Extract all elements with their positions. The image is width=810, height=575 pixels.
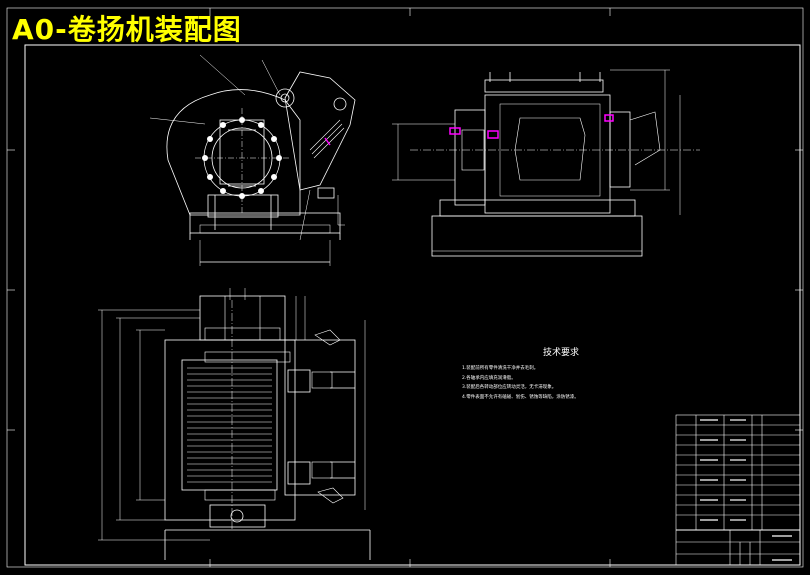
requirement-item: 1.装配前所有零件清洗干净并去毛刺。 — [462, 366, 539, 371]
front-view — [149, 54, 356, 266]
requirement-item: 2.各轴承内应填充润滑脂。 — [462, 375, 516, 381]
top-view — [98, 288, 371, 560]
requirement-item: 3.装配后各转动部位应转动灵活，无卡滞现象。 — [462, 385, 557, 390]
inner-frame — [24, 44, 801, 566]
technical-requirements-list: 1.装配前所有零件清洗干净并去毛刺。 2.各轴承内应填充润滑脂。 3.装配后各转… — [462, 364, 680, 402]
requirement-item: 4.零件表面不允许有磕碰、划伤、锈蚀等缺陷，涂防锈漆。 — [462, 394, 579, 400]
drawing-title: A0-卷扬机装配图 — [12, 13, 242, 46]
title-block — [675, 414, 801, 566]
outer-border — [6, 7, 804, 568]
side-view — [392, 69, 700, 257]
border-ticks — [7, 8, 803, 567]
technical-requirements-heading: 技术要求 — [542, 348, 579, 358]
